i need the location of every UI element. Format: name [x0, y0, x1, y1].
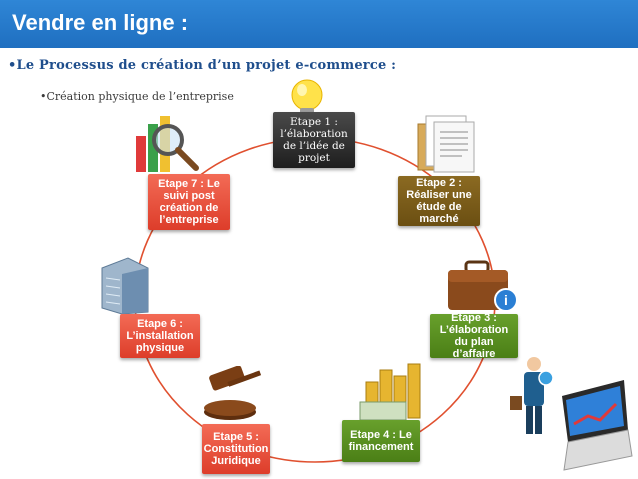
step-5-box: Etape 5 : Constitution Juridique	[202, 424, 270, 474]
step-1-label: Etape 1 : l’élaboration de l’idée de pro…	[280, 116, 348, 164]
step-5-label: Etape 5 : Constitution Juridique	[203, 431, 269, 467]
gavel-icon	[204, 366, 262, 420]
step-6-box: Etape 6 : L’installation physique	[120, 314, 200, 358]
chart-magnifier-icon	[136, 116, 199, 172]
step-2-box: Etape 2 : Réaliser une étude de marché	[398, 176, 480, 226]
step-6-label: Etape 6 : L’installation physique	[126, 318, 194, 354]
step-4-label: Etape 4 : Le financement	[348, 429, 414, 453]
bullet-process-title: •Le Processus de création d’un projet e-…	[8, 58, 397, 73]
briefcase-info-icon: i	[448, 260, 518, 312]
businessman-laptop-icon	[510, 357, 633, 471]
step-4-box: Etape 4 : Le financement	[342, 420, 420, 462]
bullet-physical-creation: •Création physique de l’entreprise	[40, 90, 234, 103]
slide-header: Vendre en ligne :	[0, 0, 638, 48]
folder-documents-icon	[417, 115, 475, 173]
step-2-label: Etape 2 : Réaliser une étude de marché	[406, 177, 472, 225]
step-3-box: Etape 3 : L’élaboration du plan d’affair…	[430, 312, 518, 360]
coins-money-icon	[359, 363, 421, 421]
slide-title: Vendre en ligne :	[12, 10, 189, 35]
step-7-label: Etape 7 : Le suivi post création de l’en…	[158, 178, 220, 226]
step-7-box: Etape 7 : Le suivi post création de l’en…	[148, 174, 230, 230]
step-1-box: Etape 1 : l’élaboration de l’idée de pro…	[273, 112, 355, 168]
building-icon	[101, 257, 149, 315]
svg-text:i: i	[504, 292, 508, 308]
step-3-label: Etape 3 : L’élaboration du plan d’affair…	[439, 312, 509, 360]
